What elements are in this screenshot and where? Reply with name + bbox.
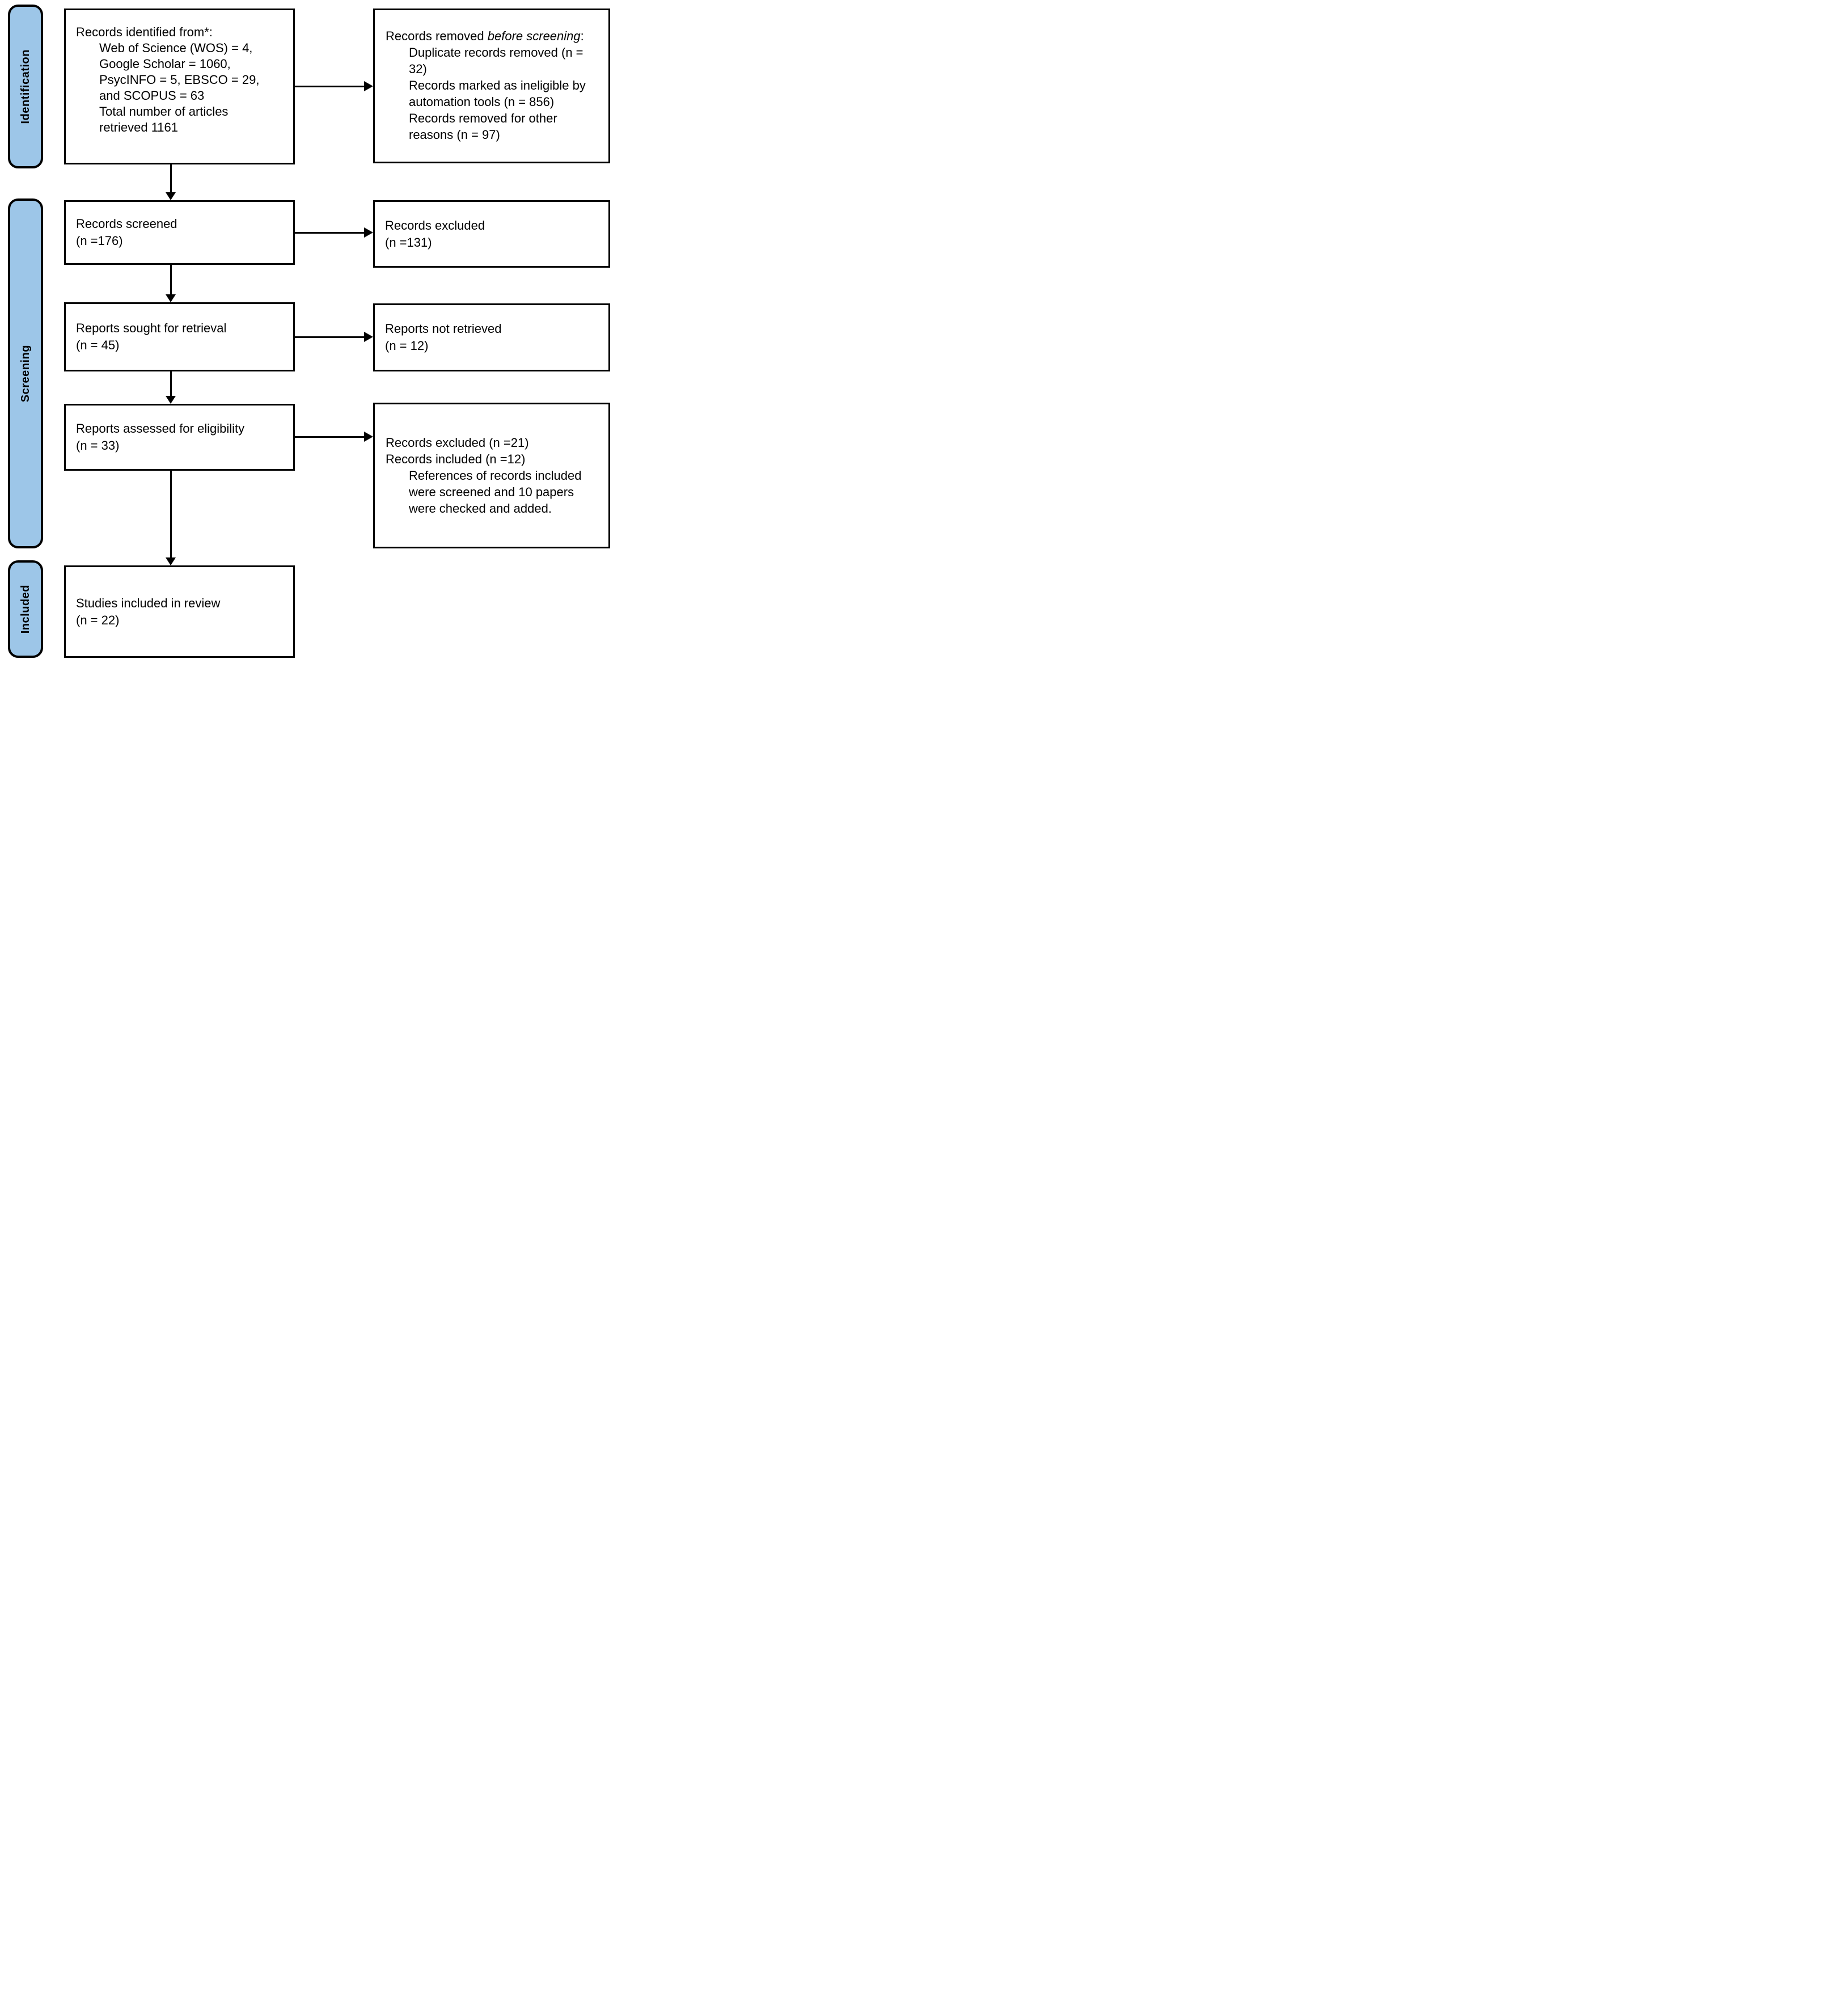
records-identified-line: Total number of articles bbox=[99, 104, 229, 119]
records-excluded-label: Records excluded bbox=[385, 218, 485, 233]
records-removed-item: Duplicate records removed (n = 32) bbox=[409, 45, 583, 76]
arrow-shaft bbox=[295, 85, 365, 87]
box-reports-assessed: Reports assessed for eligibility (n = 33… bbox=[64, 404, 295, 471]
prisma-flow-diagram: Identification Screening Included Record… bbox=[0, 0, 616, 665]
box-records-excluded: Records excluded (n =131) bbox=[373, 200, 610, 268]
stage-label-identification: Identification bbox=[19, 49, 32, 124]
records-identified-title: Records identified from*: bbox=[76, 25, 213, 39]
arrow-shaft bbox=[170, 265, 172, 295]
reports-not-retrieved-count: (n = 12) bbox=[385, 339, 429, 353]
references-note: References of records included were scre… bbox=[409, 468, 582, 516]
records-excluded-n-line: Records excluded (n =21) bbox=[386, 436, 529, 450]
records-identified-line: Web of Science (WOS) = 4, bbox=[99, 41, 253, 55]
arrow-head-down-icon bbox=[166, 294, 176, 302]
arrow-assessed-to-excluded-included bbox=[295, 432, 373, 442]
arrow-shaft bbox=[170, 371, 172, 396]
arrow-head-right-icon bbox=[364, 227, 373, 238]
reports-sought-label: Reports sought for retrieval bbox=[76, 321, 227, 335]
arrow-shaft bbox=[295, 231, 365, 234]
arrow-head-down-icon bbox=[166, 396, 176, 404]
records-excluded-count: (n =131) bbox=[385, 235, 432, 250]
box-reports-sought: Reports sought for retrieval (n = 45) bbox=[64, 302, 295, 371]
reports-sought-count: (n = 45) bbox=[76, 338, 120, 352]
studies-included-count: (n = 22) bbox=[76, 612, 120, 627]
records-identified-line: and SCOPUS = 63 bbox=[99, 88, 205, 103]
stage-bar-identification: Identification bbox=[8, 5, 43, 168]
records-screened-count: (n =176) bbox=[76, 234, 123, 248]
arrow-sought-to-assessed bbox=[166, 371, 176, 404]
box-records-identified: Records identified from*: Web of Science… bbox=[64, 9, 295, 164]
arrow-assessed-to-studies bbox=[166, 471, 176, 565]
box-studies-included: Studies included in review (n = 22) bbox=[64, 565, 295, 658]
arrow-head-right-icon bbox=[364, 332, 373, 342]
records-identified-line: PsycINFO = 5, EBSCO = 29, bbox=[99, 73, 260, 87]
records-screened-label: Records screened bbox=[76, 217, 177, 231]
reports-assessed-label: Reports assessed for eligibility bbox=[76, 421, 245, 436]
records-removed-item: Records removed for other reasons (n = 9… bbox=[409, 111, 557, 142]
box-records-removed: Records removed before screening: Duplic… bbox=[373, 9, 610, 163]
box-records-screened: Records screened (n =176) bbox=[64, 200, 295, 265]
arrow-shaft bbox=[295, 336, 365, 338]
stage-bar-screening: Screening bbox=[8, 198, 43, 548]
records-removed-title: Records removed before screening: bbox=[386, 29, 584, 43]
stage-label-screening: Screening bbox=[19, 344, 32, 403]
arrow-head-right-icon bbox=[364, 432, 373, 442]
reports-assessed-count: (n = 33) bbox=[76, 438, 120, 453]
arrow-screened-to-sought bbox=[166, 265, 176, 302]
arrow-head-down-icon bbox=[166, 192, 176, 200]
box-reports-not-retrieved: Reports not retrieved (n = 12) bbox=[373, 303, 610, 371]
arrow-shaft bbox=[170, 471, 172, 558]
records-removed-item: Records marked as ineligible by automati… bbox=[409, 78, 586, 109]
records-identified-line: retrieved 1161 bbox=[99, 120, 179, 134]
stage-label-included: Included bbox=[19, 584, 32, 634]
arrow-identified-to-screened bbox=[166, 164, 176, 200]
records-included-n-line: Records included (n =12) bbox=[386, 452, 526, 466]
reports-not-retrieved-label: Reports not retrieved bbox=[385, 322, 502, 336]
arrow-head-right-icon bbox=[364, 81, 373, 91]
arrow-screened-to-excluded bbox=[295, 227, 373, 238]
arrow-identified-to-removed bbox=[295, 81, 373, 91]
studies-included-label: Studies included in review bbox=[76, 595, 221, 610]
records-identified-line: Google Scholar = 1060, bbox=[99, 57, 231, 71]
arrow-shaft bbox=[295, 436, 365, 438]
box-records-excluded-included: Records excluded (n =21) Records include… bbox=[373, 403, 610, 548]
arrow-head-down-icon bbox=[166, 557, 176, 565]
arrow-shaft bbox=[170, 164, 172, 193]
stage-bar-included: Included bbox=[8, 560, 43, 658]
arrow-sought-to-not-retrieved bbox=[295, 332, 373, 342]
